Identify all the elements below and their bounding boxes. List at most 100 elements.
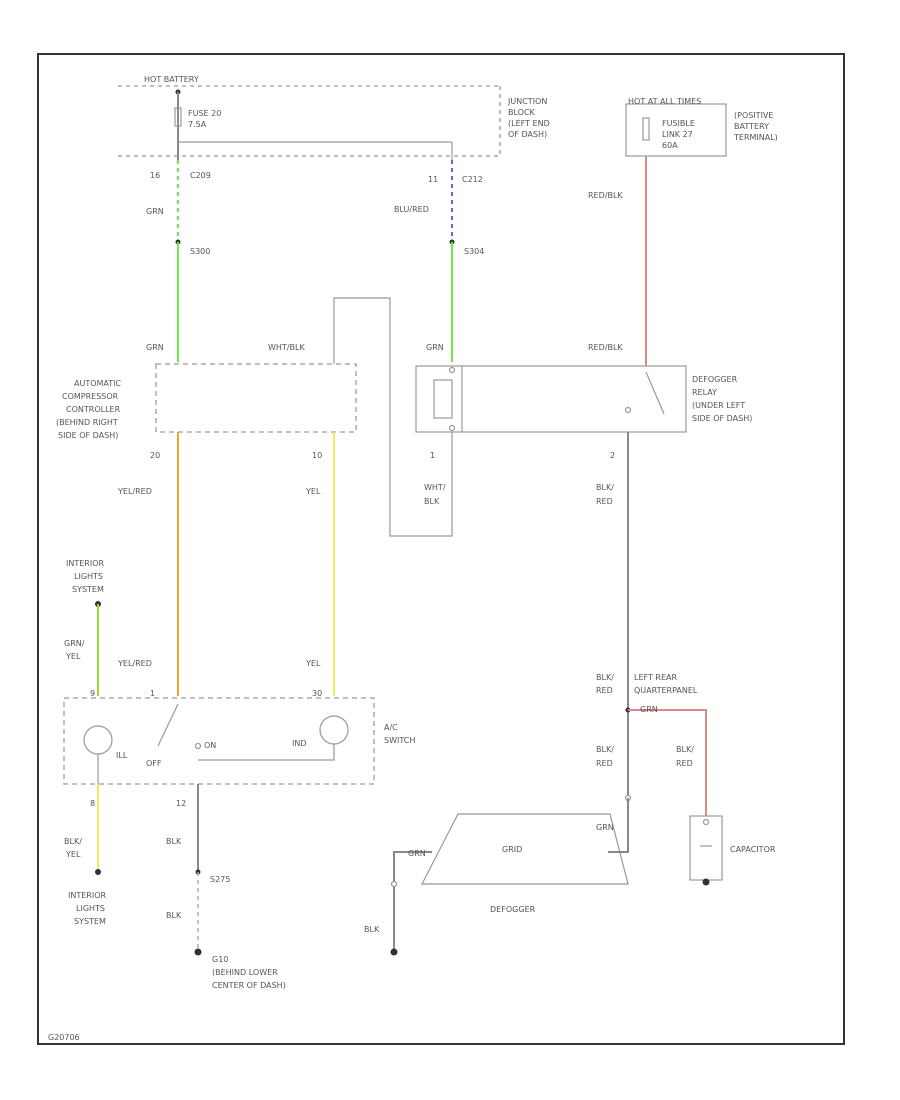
c209-pin-label: 16 bbox=[150, 171, 160, 180]
defogger-grid-shape bbox=[421, 813, 629, 885]
hot-battery-label: HOT BATTERY bbox=[144, 75, 199, 84]
ac-switch-contact bbox=[157, 703, 179, 747]
fusible-link-line3: 60A bbox=[662, 141, 678, 150]
relay-pin-bottom bbox=[448, 424, 456, 432]
junction-block-line3: (LEFT END bbox=[508, 119, 550, 128]
s275-label: S275 bbox=[210, 875, 230, 884]
blk-red-quarter-line1: BLK/ bbox=[596, 673, 614, 682]
ac-pin-9: 9 bbox=[90, 689, 95, 698]
interior-lights-top-line1: INTERIOR bbox=[66, 559, 105, 568]
g10-line2: (BEHIND LOWER bbox=[212, 968, 278, 977]
on-label: ON bbox=[204, 741, 216, 750]
ac-pin-1: 1 bbox=[150, 689, 155, 698]
controller-line2: COMPRESSOR bbox=[62, 392, 119, 401]
controller-line4: (BEHIND RIGHT bbox=[56, 418, 118, 427]
defogger-ground bbox=[390, 948, 398, 956]
grn-yel-line1: GRN/ bbox=[64, 639, 85, 648]
diagram-frame bbox=[37, 53, 845, 1045]
junction-block-line4: OF DASH) bbox=[508, 130, 547, 139]
blk-red-lower-line1: BLK/ bbox=[596, 745, 614, 754]
defogger-right-wire bbox=[608, 798, 629, 853]
ylw-red-label-top: YEL/RED bbox=[117, 487, 152, 496]
s304-label: S304 bbox=[464, 247, 484, 256]
yel-label-bottom: YEL bbox=[305, 659, 321, 668]
ind-lamp-icon bbox=[319, 715, 349, 745]
interior-lights-bottom-line3: SYSTEM bbox=[74, 917, 106, 926]
ac-pin-30: 30 bbox=[312, 689, 322, 698]
capacitor-box bbox=[689, 815, 723, 881]
hot-at-all-times-label: HOT AT ALL TIMES bbox=[628, 97, 701, 106]
grn-quarter-label: GRN bbox=[640, 705, 658, 714]
blk-red-cap-line2: RED bbox=[676, 759, 693, 768]
controller-line5: SIDE OF DASH) bbox=[58, 431, 118, 440]
compressor-controller-box bbox=[155, 363, 357, 433]
ac-ind-wire bbox=[198, 744, 335, 761]
grn-label-top: GRN bbox=[146, 207, 164, 216]
grid-label: GRID bbox=[502, 845, 522, 854]
controller-line1: AUTOMATIC bbox=[74, 379, 122, 388]
ac-switch-box bbox=[63, 697, 375, 785]
ylw-red-label-bottom: YEL/RED bbox=[117, 659, 152, 668]
relay-pin-top bbox=[448, 366, 456, 374]
fuse-symbol bbox=[174, 107, 182, 127]
fusible-link-line2: LINK 27 bbox=[662, 130, 693, 139]
ac-pin-12: 12 bbox=[176, 799, 186, 808]
blk-red-cap-line1: BLK/ bbox=[676, 745, 694, 754]
red-blk-label-relay: RED/BLK bbox=[588, 343, 623, 352]
blk-red-lower-line2: RED bbox=[596, 759, 613, 768]
blk-label-upper: BLK bbox=[166, 837, 182, 846]
ac-switch-line2: SWITCH bbox=[384, 736, 415, 745]
g10-label: G10 bbox=[212, 955, 228, 964]
c212-pin-label: 11 bbox=[428, 175, 438, 184]
c209-label: C209 bbox=[190, 171, 211, 180]
positive-terminal-line1: (POSITIVE bbox=[734, 111, 773, 120]
capacitor-pin-top bbox=[702, 818, 710, 826]
interior-lights-top-line2: LIGHTS bbox=[74, 572, 103, 581]
relay-pin-2: 2 bbox=[610, 451, 615, 460]
fuse-amps-label: 7.5A bbox=[188, 120, 207, 129]
blk-yel-line2: YEL bbox=[65, 850, 81, 859]
relay-line3: (UNDER LEFT bbox=[692, 401, 745, 410]
yel-label-top: YEL bbox=[305, 487, 321, 496]
blk-yel-line1: BLK/ bbox=[64, 837, 82, 846]
capacitor-label: CAPACITOR bbox=[730, 845, 776, 854]
off-label: OFF bbox=[146, 759, 162, 768]
interior-lights-bottom-line2: LIGHTS bbox=[76, 904, 105, 913]
defogger-left-connector bbox=[390, 880, 398, 888]
grn-label-controller: GRN bbox=[146, 343, 164, 352]
defogger-relay-box bbox=[415, 365, 687, 433]
fusible-link-box bbox=[625, 103, 727, 157]
controller-pin-10: 10 bbox=[312, 451, 322, 460]
defogger-left-wire bbox=[393, 851, 432, 950]
blk-red-quarter-line2: RED bbox=[596, 686, 613, 695]
fuse-label: FUSE 20 bbox=[188, 109, 221, 118]
g10-line3: CENTER OF DASH) bbox=[212, 981, 286, 990]
grn-yel-line2: YEL bbox=[65, 652, 81, 661]
interior-lights-bottom-line1: INTERIOR bbox=[68, 891, 107, 900]
defogger-label: DEFOGGER bbox=[490, 905, 536, 914]
relay-line4: SIDE OF DASH) bbox=[692, 414, 752, 423]
ind-label: IND bbox=[292, 739, 307, 748]
c212-label: C212 bbox=[462, 175, 483, 184]
ac-switch-line1: A/C bbox=[384, 723, 398, 732]
left-rear-line1: LEFT REAR bbox=[634, 673, 677, 682]
capacitor-ground bbox=[702, 878, 710, 886]
wht-blk-v-line1: WHT/ bbox=[424, 483, 446, 492]
positive-terminal-line3: TERMINAL) bbox=[733, 133, 778, 142]
controller-pin-20: 20 bbox=[150, 451, 160, 460]
ill-lamp-icon bbox=[83, 725, 113, 755]
grn-def-right-label: GRN bbox=[596, 823, 614, 832]
blk-bottom-label: BLK bbox=[364, 925, 380, 934]
relay-line2: RELAY bbox=[692, 388, 717, 397]
relay-line1: DEFOGGER bbox=[692, 375, 738, 384]
blk-label-lower: BLK bbox=[166, 911, 182, 920]
junction-block-line2: BLOCK bbox=[508, 108, 536, 117]
left-rear-line2: QUARTERPANEL bbox=[634, 686, 698, 695]
ill-label: ILL bbox=[116, 751, 128, 760]
interior-lights-top-line3: SYSTEM bbox=[72, 585, 104, 594]
relay-switch-contact bbox=[645, 371, 665, 415]
positive-terminal-line2: BATTERY bbox=[734, 122, 769, 131]
wht-blk-v-line2: BLK bbox=[424, 497, 440, 506]
relay-switch-pivot bbox=[624, 406, 632, 414]
